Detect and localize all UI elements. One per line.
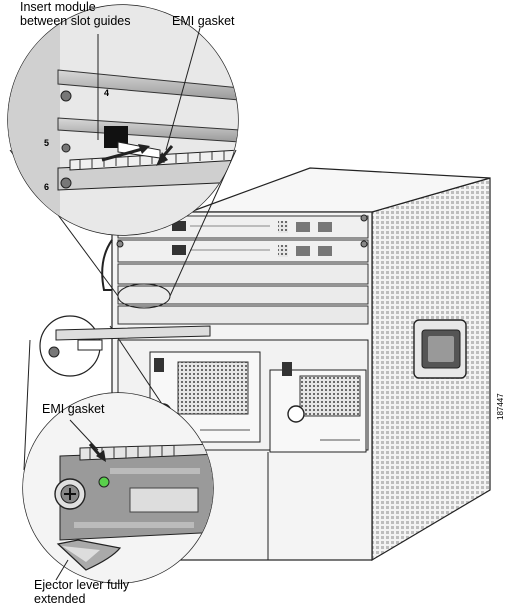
blank-slot-5 [117, 305, 369, 325]
insert-module-label-line1: Insert module [20, 0, 96, 14]
insert-arrow [97, 34, 150, 162]
captive-screw [54, 478, 86, 510]
power-supply-right [269, 362, 367, 453]
ejector-lever-label-line1: Ejector lever fully [34, 578, 130, 592]
ejector-lever-leader [55, 559, 69, 581]
blank-slot-4 [117, 285, 369, 305]
chassis-front [101, 211, 373, 561]
figure-id: 187447 [496, 393, 505, 420]
ejector-lever [56, 539, 122, 571]
slot-number-4: 4 [104, 88, 110, 98]
emi-gasket-strip [69, 149, 238, 171]
emi-gasket-top-label: EMI gasket [172, 14, 235, 28]
slot-number-6: 6 [44, 182, 50, 192]
line-card-slot-1 [117, 215, 369, 239]
emi-gasket-bottom-label: EMI gasket [42, 402, 105, 416]
top-magnifier [7, 4, 239, 236]
insert-module-label: Insert module between slot guides [20, 0, 131, 28]
bottom-magnifier [22, 392, 214, 584]
emi-gasket-bottom-leader [69, 419, 106, 462]
emi-gasket-top-leader [156, 27, 201, 166]
ejector-lever-label: Ejector lever fully extended [34, 578, 129, 606]
module-detail-circle [39, 315, 211, 377]
line-card-slot-2 [117, 239, 369, 263]
slot-number-5: 5 [44, 138, 50, 148]
insert-module-label-line2: between slot guides [20, 14, 131, 28]
line-card-slot-3 [117, 263, 369, 285]
ejector-lever-label-line2: extended [34, 592, 86, 606]
